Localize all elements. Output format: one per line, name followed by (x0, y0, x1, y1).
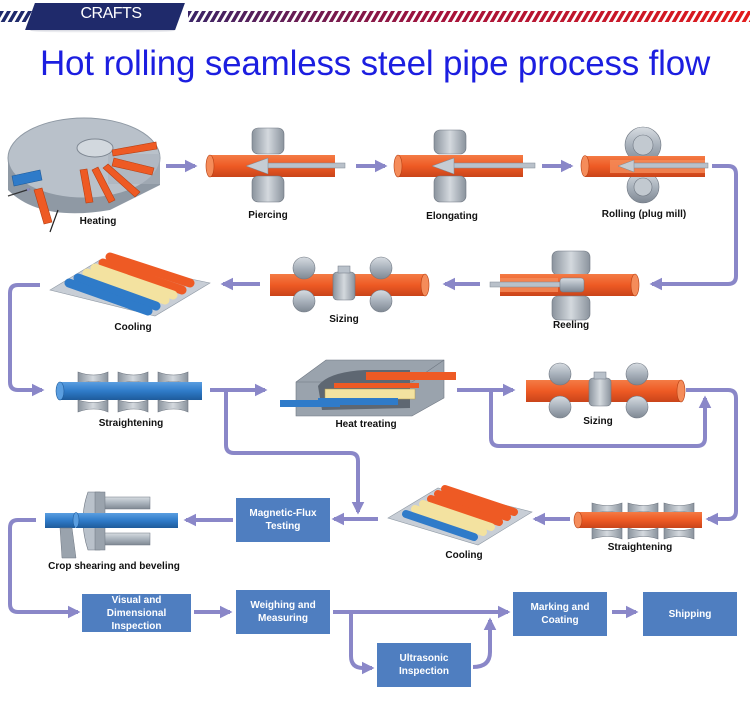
crop-shearing-illustration (45, 491, 178, 559)
arrow-cooling-to-straightening (8, 283, 45, 397)
step-label-crop-shearing: Crop shearing and beveling (48, 561, 180, 572)
banner-stripes-right (188, 11, 750, 22)
box-label-line: Testing (265, 521, 301, 532)
page-title: Hot rolling seamless steel pipe process … (39, 44, 711, 83)
step-label-heating: Heating (80, 216, 117, 227)
arrow-ultrasonic-to-marking (472, 617, 497, 669)
step-label-straightening-2: Straightening (608, 542, 672, 553)
sizing-2-illustration (526, 362, 686, 419)
box-label-line: Ultrasonic (399, 653, 449, 664)
box-label-line: Marking and (530, 602, 590, 613)
arrow-straightening-bypass (224, 390, 365, 515)
step-label-elongating: Elongating (426, 211, 478, 222)
box-label-line: Inspection (398, 666, 449, 677)
banner-tab-shadow (30, 28, 175, 33)
box-label-line: Visual and (111, 594, 162, 606)
heating-furnace-illustration (7, 117, 161, 233)
step-label-cooling-2: Cooling (445, 550, 482, 561)
box-label-line: Weighing and (250, 600, 316, 611)
step-label-piercing: Piercing (248, 210, 287, 221)
straightening-2-illustration (573, 502, 702, 540)
step-label-cooling-1: Cooling (114, 322, 151, 333)
straightening-1-illustration (55, 371, 202, 413)
elongating-illustration (393, 129, 536, 203)
step-label-straightening-1: Straightening (99, 418, 163, 429)
step-label-heat-treating: Heat treating (335, 419, 396, 430)
box-label-line: Magnetic-Flux (249, 508, 317, 519)
step-label-sizing-1: Sizing (329, 314, 358, 325)
cooling-1-illustration (49, 252, 211, 317)
rolling-illustration (580, 126, 709, 204)
arrow-sizing-bypass (489, 390, 712, 448)
cooling-2-illustration (387, 485, 533, 546)
arrow-sizing-to-straightening (686, 388, 738, 526)
box-shipping: Shipping (643, 592, 737, 636)
banner-label: CRAFTS (80, 5, 143, 22)
arrow-crop-shearing-to-visual (8, 518, 81, 619)
crafts-banner: CRAFTS (0, 0, 750, 34)
step-label-rolling: Rolling (plug mill) (602, 209, 686, 220)
heat-treating-illustration (280, 359, 456, 417)
reeling-illustration (489, 250, 640, 321)
box-label-line: Shipping (668, 608, 712, 620)
arrow-rolling-to-reeling (649, 164, 738, 291)
arrow-weighing-to-ultrasonic (349, 612, 375, 675)
step-label-reeling: Reeling (553, 320, 589, 331)
box-label-line: Measuring (257, 613, 308, 624)
piercing-illustration (205, 127, 346, 203)
step-label-sizing-2: Sizing (583, 416, 612, 427)
sizing-1-illustration (270, 256, 430, 313)
flow-arrows (8, 159, 738, 675)
box-label-line: Dimensional Inspection (106, 607, 167, 632)
box-label-line: Coating (541, 615, 579, 626)
